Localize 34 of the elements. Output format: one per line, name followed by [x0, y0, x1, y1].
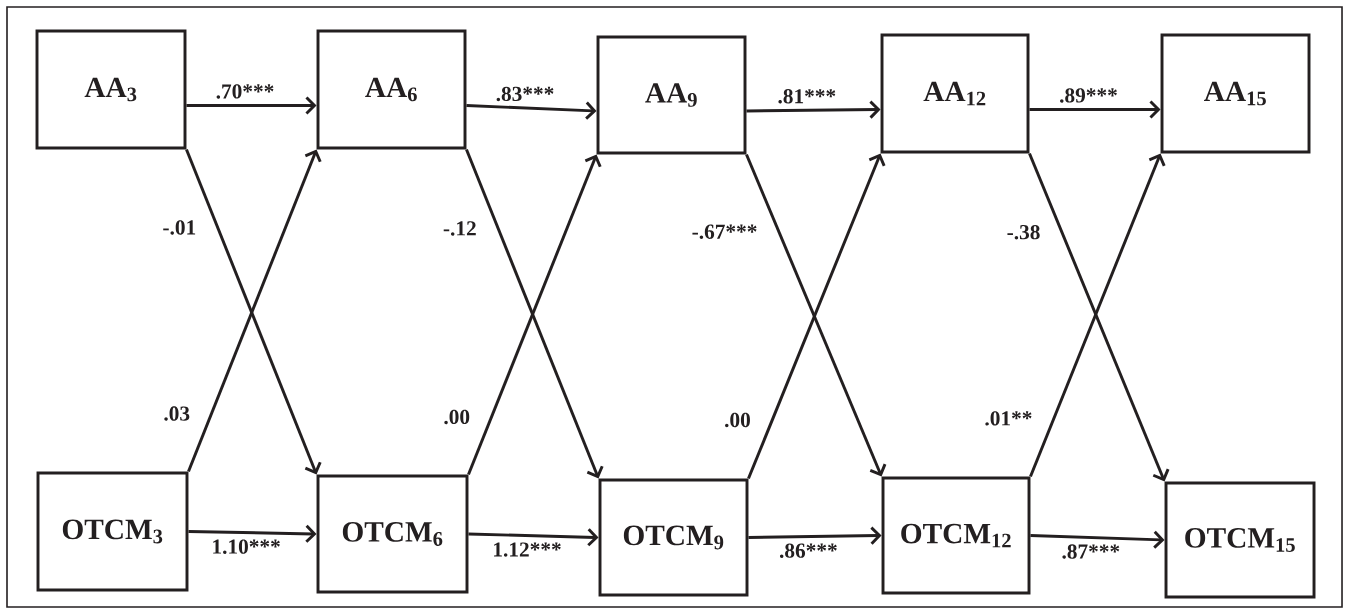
edge-label: .70*** — [216, 84, 274, 99]
edge-label: -.67*** — [692, 224, 757, 239]
edge-label: .86*** — [779, 543, 837, 558]
arrow — [746, 100, 881, 119]
edge-label: .00 — [444, 409, 470, 425]
edge-label: .00 — [725, 412, 750, 428]
variable-box: OTCM$_{3}$ — [36, 471, 189, 592]
edge-label: -.12 — [443, 221, 476, 236]
edge-label: 1.12*** — [494, 542, 561, 557]
edge-label: .89*** — [1060, 88, 1117, 103]
arrow — [466, 101, 597, 120]
variable-box: AA$_{3}$ — [35, 29, 187, 150]
variable-box: OTCM$_{12}$ — [881, 476, 1031, 595]
variable-box: AA$_{9}$ — [596, 35, 747, 155]
arrow — [186, 96, 317, 115]
arrow — [748, 526, 882, 545]
edge-label: -.01 — [163, 220, 196, 235]
edge-label: -.38 — [1007, 224, 1040, 240]
variable-box: AA$_{6}$ — [316, 29, 467, 150]
arrow — [468, 528, 599, 547]
edge-label: .83*** — [496, 86, 554, 102]
variable-box: OTCM$_{15}$ — [1164, 481, 1316, 599]
arrow — [1029, 100, 1161, 119]
edge-label: .01** — [985, 411, 1032, 426]
edge-label: .87*** — [1062, 544, 1120, 559]
variable-box: AA$_{12}$ — [880, 33, 1030, 154]
arrow — [188, 524, 317, 543]
variable-box: OTCM$_{9}$ — [598, 478, 749, 597]
variable-box: AA$_{15}$ — [1160, 33, 1311, 154]
edge-label: 1.10*** — [213, 539, 280, 554]
edge-label: .03 — [164, 406, 190, 421]
edge-label: .81*** — [778, 89, 836, 104]
variable-box: OTCM$_{6}$ — [316, 474, 469, 594]
arrow — [1030, 530, 1165, 549]
